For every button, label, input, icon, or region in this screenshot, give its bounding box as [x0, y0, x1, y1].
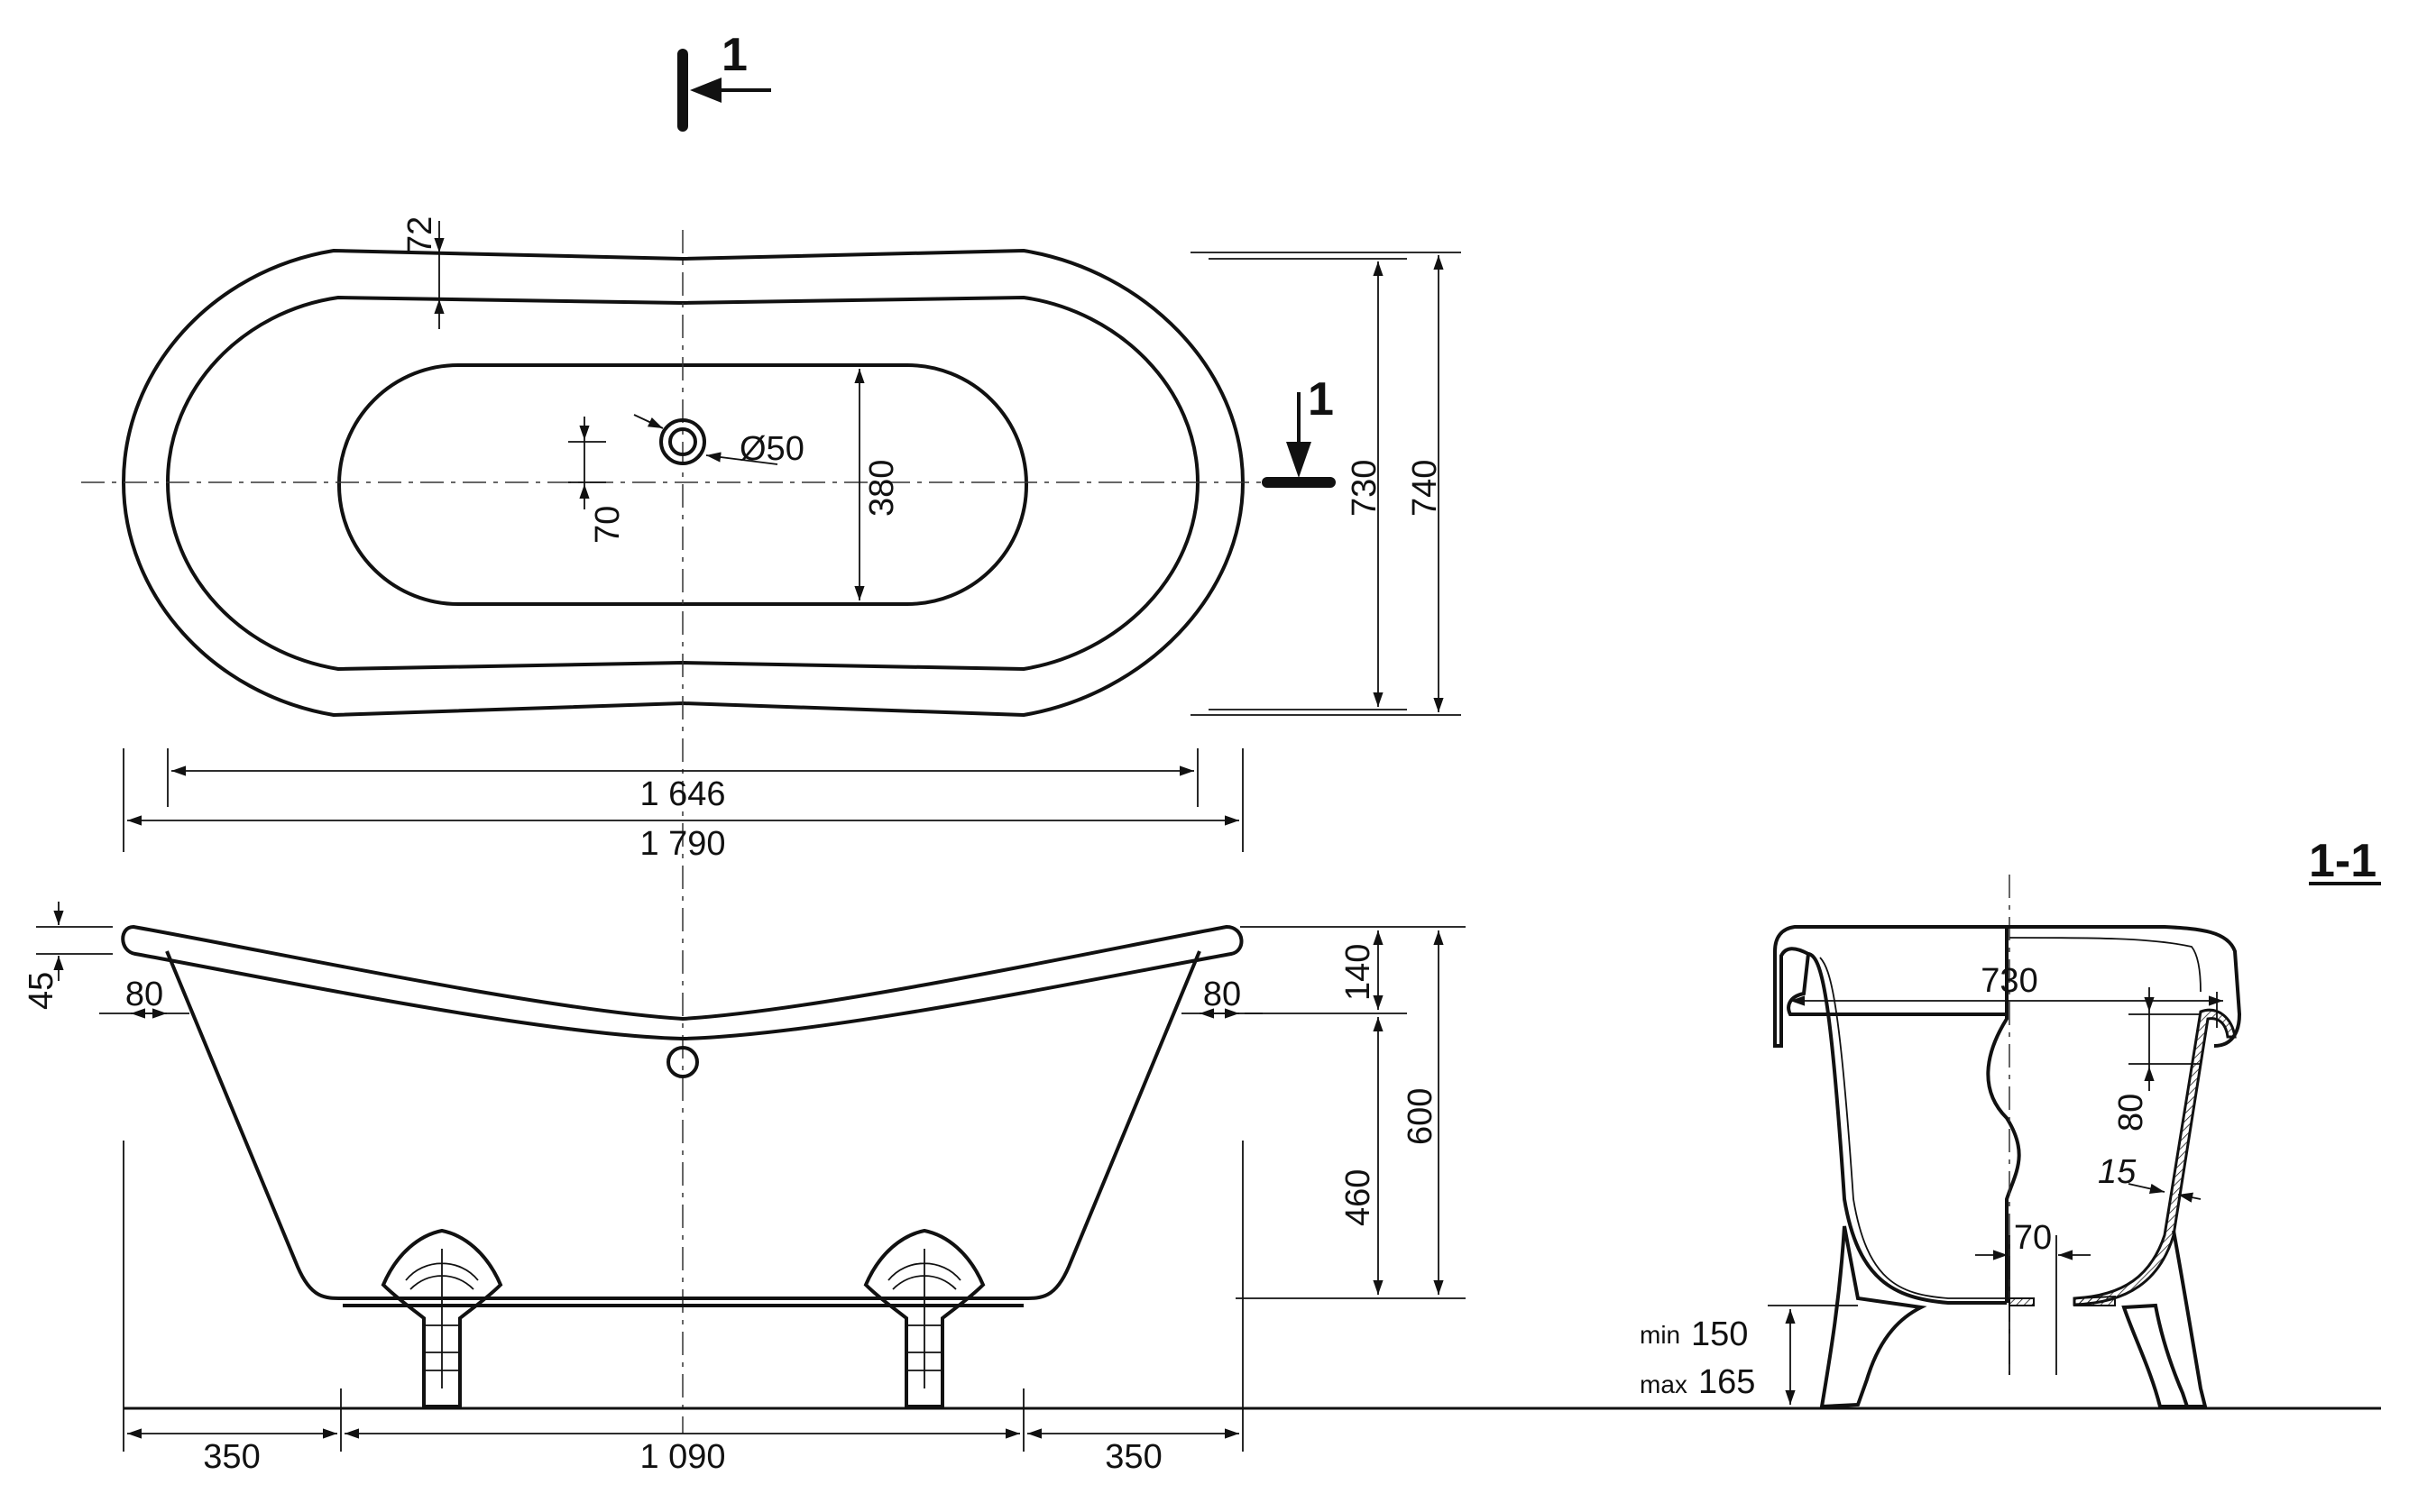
section-right-outline	[2007, 925, 2242, 1048]
length-inner-label: 1 646	[639, 775, 725, 813]
section-wall-hatch	[2073, 1008, 2237, 1306]
inner-width-label: 380	[863, 460, 901, 517]
drain-diameter-label: Ø50	[740, 430, 804, 468]
foot-spacing-label: 1 090	[639, 1438, 725, 1476]
overhang-right-label: 80	[1203, 976, 1241, 1013]
section-marker-side: 1	[1262, 373, 1336, 488]
plan-view: Ø50 72 70 380 1 730 740	[81, 216, 1461, 1434]
foot-offset-left-label: 350	[203, 1438, 260, 1476]
clearance-min-tag: min	[1640, 1321, 1680, 1349]
clearance-max-tag: max	[1640, 1370, 1687, 1398]
overflow-icon	[667, 1046, 699, 1078]
width-outer-label: 740	[1406, 460, 1444, 517]
side-rim	[121, 924, 1244, 1041]
section-marker-top: 1	[677, 29, 771, 132]
section-mark-side-label: 1	[1308, 373, 1334, 426]
width-inner-rim-label: 730	[1346, 460, 1384, 517]
section-leg-right	[2121, 1303, 2190, 1408]
foot-offset-right-label: 350	[1105, 1438, 1162, 1476]
height-body-label: 460	[1339, 1169, 1377, 1226]
rim-width-label: 72	[401, 216, 439, 254]
section-view: 1-1 730 80 15	[1640, 835, 2381, 1409]
drain-offset-label: 70	[589, 506, 627, 544]
section-floor-label: 70	[2014, 1219, 2052, 1257]
rim-drop-label: 140	[1339, 944, 1377, 1001]
tub-rim-contour	[165, 295, 1200, 672]
side-elevation: 45 80 80 140 460 600 350 1 090 350	[23, 902, 2381, 1476]
section-title: 1-1	[2309, 835, 2376, 887]
clearance-min-value: 150	[1691, 1315, 1748, 1353]
overhang-left-label: 80	[125, 976, 163, 1013]
clearance-max-value: 165	[1698, 1363, 1755, 1401]
drain-icon	[633, 414, 778, 465]
height-total-label: 600	[1402, 1088, 1439, 1145]
section-leg-left	[1819, 1225, 1927, 1409]
section-width-label: 730	[1981, 962, 2037, 1000]
section-rim-label: 80	[2112, 1094, 2150, 1132]
rim-thickness-label: 45	[23, 972, 60, 1010]
tub-outer-contour	[121, 248, 1246, 718]
side-body	[165, 950, 1201, 1300]
section-mark-label: 1	[722, 29, 748, 81]
length-outer-label: 1 790	[639, 825, 725, 863]
section-wall-label: 15	[2098, 1153, 2137, 1191]
claw-foot-right	[863, 1228, 986, 1408]
section-left-outline	[1773, 925, 2007, 1048]
claw-foot-left	[381, 1228, 503, 1408]
